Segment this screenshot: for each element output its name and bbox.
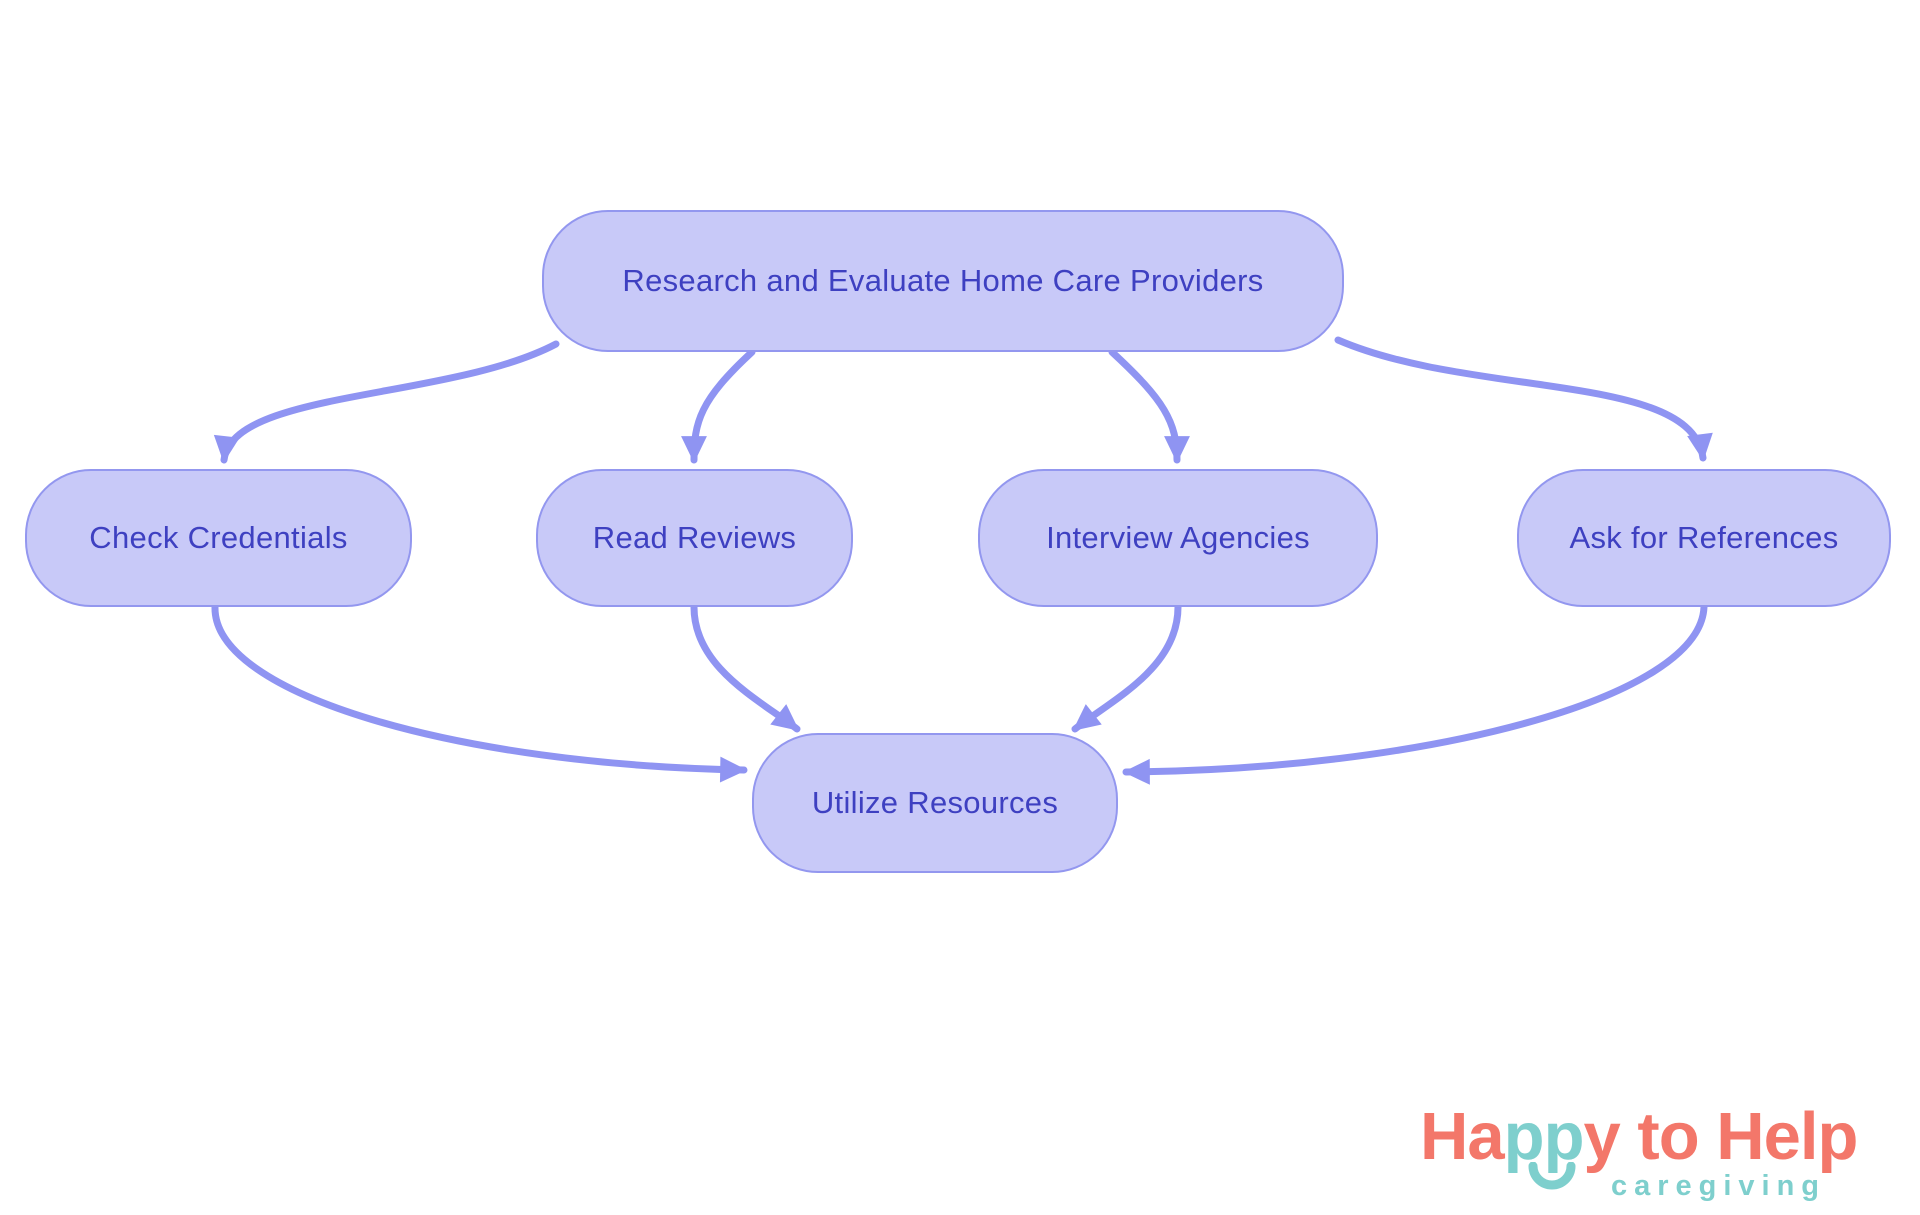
edge-research-to-read-reviews	[681, 348, 756, 464]
node-interview-agencies: Interview Agencies	[978, 469, 1378, 607]
logo-part-pp: pp	[1503, 1099, 1585, 1174]
edge-interview-agencies-to-utilize-resources	[1071, 603, 1182, 733]
node-utilize-resources: Utilize Resources	[752, 733, 1118, 873]
edge-check-credentials-to-utilize-resources	[211, 603, 748, 783]
logo-part-help: Help	[1716, 1099, 1858, 1174]
edge-read-reviews-to-utilize-resources	[690, 603, 801, 733]
smile-icon	[1528, 1162, 1576, 1190]
node-research-and-evaluate: Research and Evaluate Home Care Provider…	[542, 210, 1344, 352]
node-ask-for-references: Ask for References	[1517, 469, 1891, 607]
logo-wordmark: Happy to Help	[1420, 1102, 1892, 1172]
happy-to-help-logo: Happy to Help caregiving	[1420, 1102, 1892, 1212]
logo-part-y: y	[1583, 1099, 1621, 1174]
edge-research-to-interview-agencies	[1108, 348, 1190, 464]
logo-tagline: caregiving	[1610, 1170, 1826, 1202]
edge-research-to-check-credentials	[213, 340, 560, 464]
logo-part-to: to	[1619, 1099, 1717, 1174]
edge-research-to-ask-references	[1334, 336, 1713, 462]
logo-part-ha: Ha	[1420, 1099, 1505, 1174]
edge-ask-references-to-utilize-resources	[1122, 603, 1708, 785]
node-check-credentials: Check Credentials	[25, 469, 412, 607]
node-read-reviews: Read Reviews	[536, 469, 853, 607]
